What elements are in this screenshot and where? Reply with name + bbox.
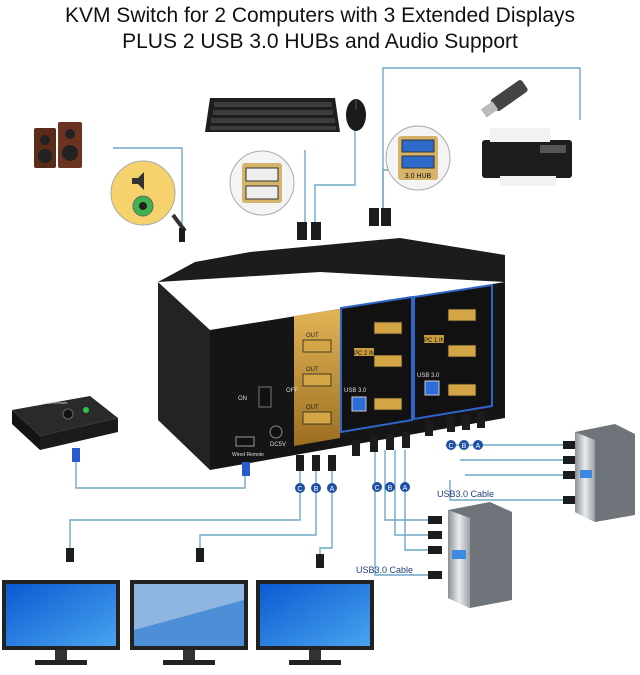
usb-port-icon [229,150,295,216]
printer-icon [482,128,572,186]
svg-text:A: A [403,485,408,492]
audio-jack-icon [110,160,187,233]
usb-b-port-pc1 [424,380,440,396]
usb30-left-label: USB 3.0 [344,388,367,394]
mouse-icon [346,99,366,131]
dc-label: DC5V [270,442,286,448]
svg-text:B: B [462,443,467,450]
hub-label: 3.0 HUB [405,173,432,180]
pc-plugs [66,441,577,579]
mid-pc-wire-1 [384,450,430,521]
out-b-label: OUT [306,367,319,373]
svg-text:A: A [330,486,335,493]
pc-tower-1-icon [575,424,635,522]
top-plugs [179,208,391,242]
remote-wire [75,458,246,489]
printer-wire [382,67,581,210]
wired-remote-label: Wired Remote [232,452,264,458]
wires [69,67,581,576]
monitor-1-icon [2,580,120,665]
keyboard-icon [205,98,340,132]
svg-text:A: A [476,443,481,450]
monitor-3-icon [256,580,374,665]
kvm-switch-device: ON OFF DC5V Wired Remote OUT OUT OUT PC … [158,238,505,470]
title-line-1: KVM Switch for 2 Computers with 3 Extend… [64,4,576,27]
port-tags-middle: C B A [372,482,410,492]
on-label: ON [238,396,247,402]
speakers-icon [34,122,82,168]
right-pc-usb [449,480,565,501]
monitor-wire-c [69,470,301,555]
svg-text:C: C [297,486,302,493]
usb-flash-drive-icon [480,80,528,118]
off-label: OFF [286,388,298,394]
usb-cable-label-middle: USB3.0 Cable [356,565,413,575]
monitor-2-icon [130,580,248,665]
remote-port [235,436,255,447]
mouse-wire [314,128,356,222]
dc-jack [269,425,283,439]
usb-b-port-pc2 [351,396,367,412]
monitor-wire-b [199,470,317,555]
svg-text:B: B [314,486,319,493]
svg-text:C: C [448,443,453,450]
mid-pc-usb [374,450,430,576]
pc1-in-label: PC 1 IN [424,338,445,344]
remote-label: Wired Remote [42,400,68,405]
bottom-plugs [296,412,485,471]
svg-text:C: C [374,485,379,492]
audio-wire [113,147,183,230]
title-line-2: PLUS 2 USB 3.0 HUBs and Audio Support [122,30,518,53]
port-tags-right: C B A [446,440,483,450]
usb30-right-label: USB 3.0 [417,373,440,379]
svg-text:B: B [388,485,393,492]
power-switch [258,386,272,408]
usb-cable-label-right: USB3.0 Cable [437,489,494,499]
port-tags-bottom: C B A [295,483,337,493]
usb3-hub-port-icon: 3.0 HUB [385,125,451,191]
mid-pc-wire-2 [394,450,430,536]
pc-tower-2-icon [448,502,512,608]
pc2-in-label: PC 2 IN [354,351,375,357]
out-c-label: OUT [306,333,319,339]
wired-remote-icon: Wired Remote [12,396,250,476]
out-a-label: OUT [306,405,319,411]
